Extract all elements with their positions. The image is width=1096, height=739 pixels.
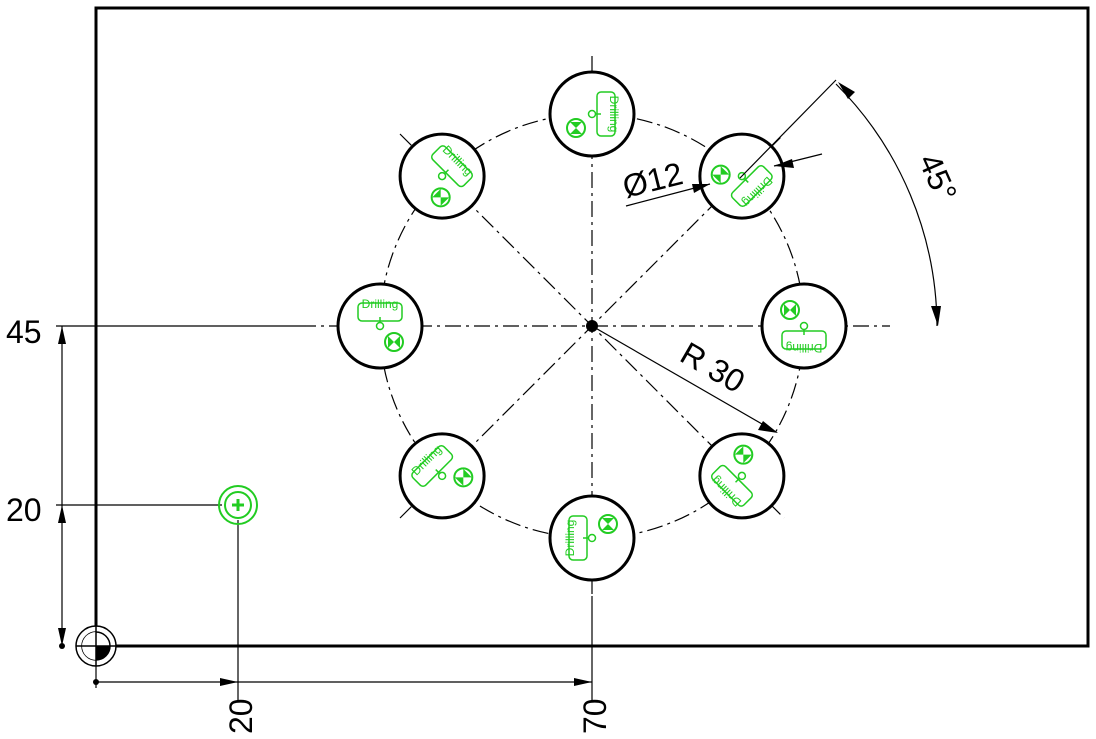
hole-tag: Drilling [780, 300, 827, 355]
drill-symbol-icon [453, 467, 474, 488]
drill-symbol-icon [780, 300, 800, 320]
drill-hole[interactable]: Drilling [548, 70, 636, 158]
hole-center-marker [737, 471, 747, 481]
dim-label-radius: R 30 [675, 335, 752, 400]
crosshair-hole-icon[interactable] [218, 485, 258, 525]
drill-hole[interactable]: Drilling [548, 494, 636, 582]
dim-label-20-y: 20 [6, 492, 42, 528]
drill-symbol-icon [710, 164, 731, 185]
hole-center-marker [375, 321, 385, 331]
dim-radius [591, 325, 778, 433]
dim-y-45 [56, 325, 300, 646]
drill-symbol-icon [566, 118, 586, 138]
dim-x [93, 520, 593, 700]
drill-symbol-icon [598, 514, 618, 534]
drilling-tag-label: Drilling [786, 341, 823, 355]
dim-label-70-x: 70 [577, 698, 613, 734]
drilling-tag-label: Drilling [362, 297, 399, 311]
drill-symbol-icon [384, 332, 404, 352]
hole-tag: Drilling [710, 164, 775, 210]
hole-center-marker [587, 109, 597, 119]
tag-leader [435, 469, 443, 477]
hole-center-marker [437, 471, 447, 481]
drill-symbol-icon [430, 187, 451, 208]
drill-hole[interactable]: Drilling [398, 432, 486, 520]
hole-center-marker [587, 533, 597, 543]
hole-center-marker [799, 321, 809, 331]
dim-label-diameter: Ø12 [619, 155, 686, 205]
drill-hole[interactable]: Drilling [398, 132, 486, 220]
dim-y-20 [56, 504, 222, 649]
dim-diameter [625, 153, 823, 207]
dim-label-20-x: 20 [223, 698, 259, 734]
drill-hole[interactable]: Drilling [336, 282, 424, 370]
hole-tag: Drilling [566, 91, 621, 138]
hole-tag: Drilling [563, 514, 618, 561]
drilling-tag-label: Drilling [563, 520, 577, 557]
dim-label-45: 45 [6, 314, 42, 350]
hole-tag: Drilling [357, 297, 404, 352]
drill-hole[interactable]: Drilling [760, 282, 848, 370]
drilling-tag-label: Drilling [607, 96, 621, 133]
drill-symbol-icon [733, 444, 754, 465]
dim-angle [739, 79, 941, 327]
tag-leader [735, 475, 743, 483]
drill-hole[interactable]: Drilling [698, 432, 786, 520]
dim-label-angle: 45° [912, 148, 965, 207]
origin-marker-icon [75, 625, 117, 667]
hole-center-marker [437, 171, 447, 181]
